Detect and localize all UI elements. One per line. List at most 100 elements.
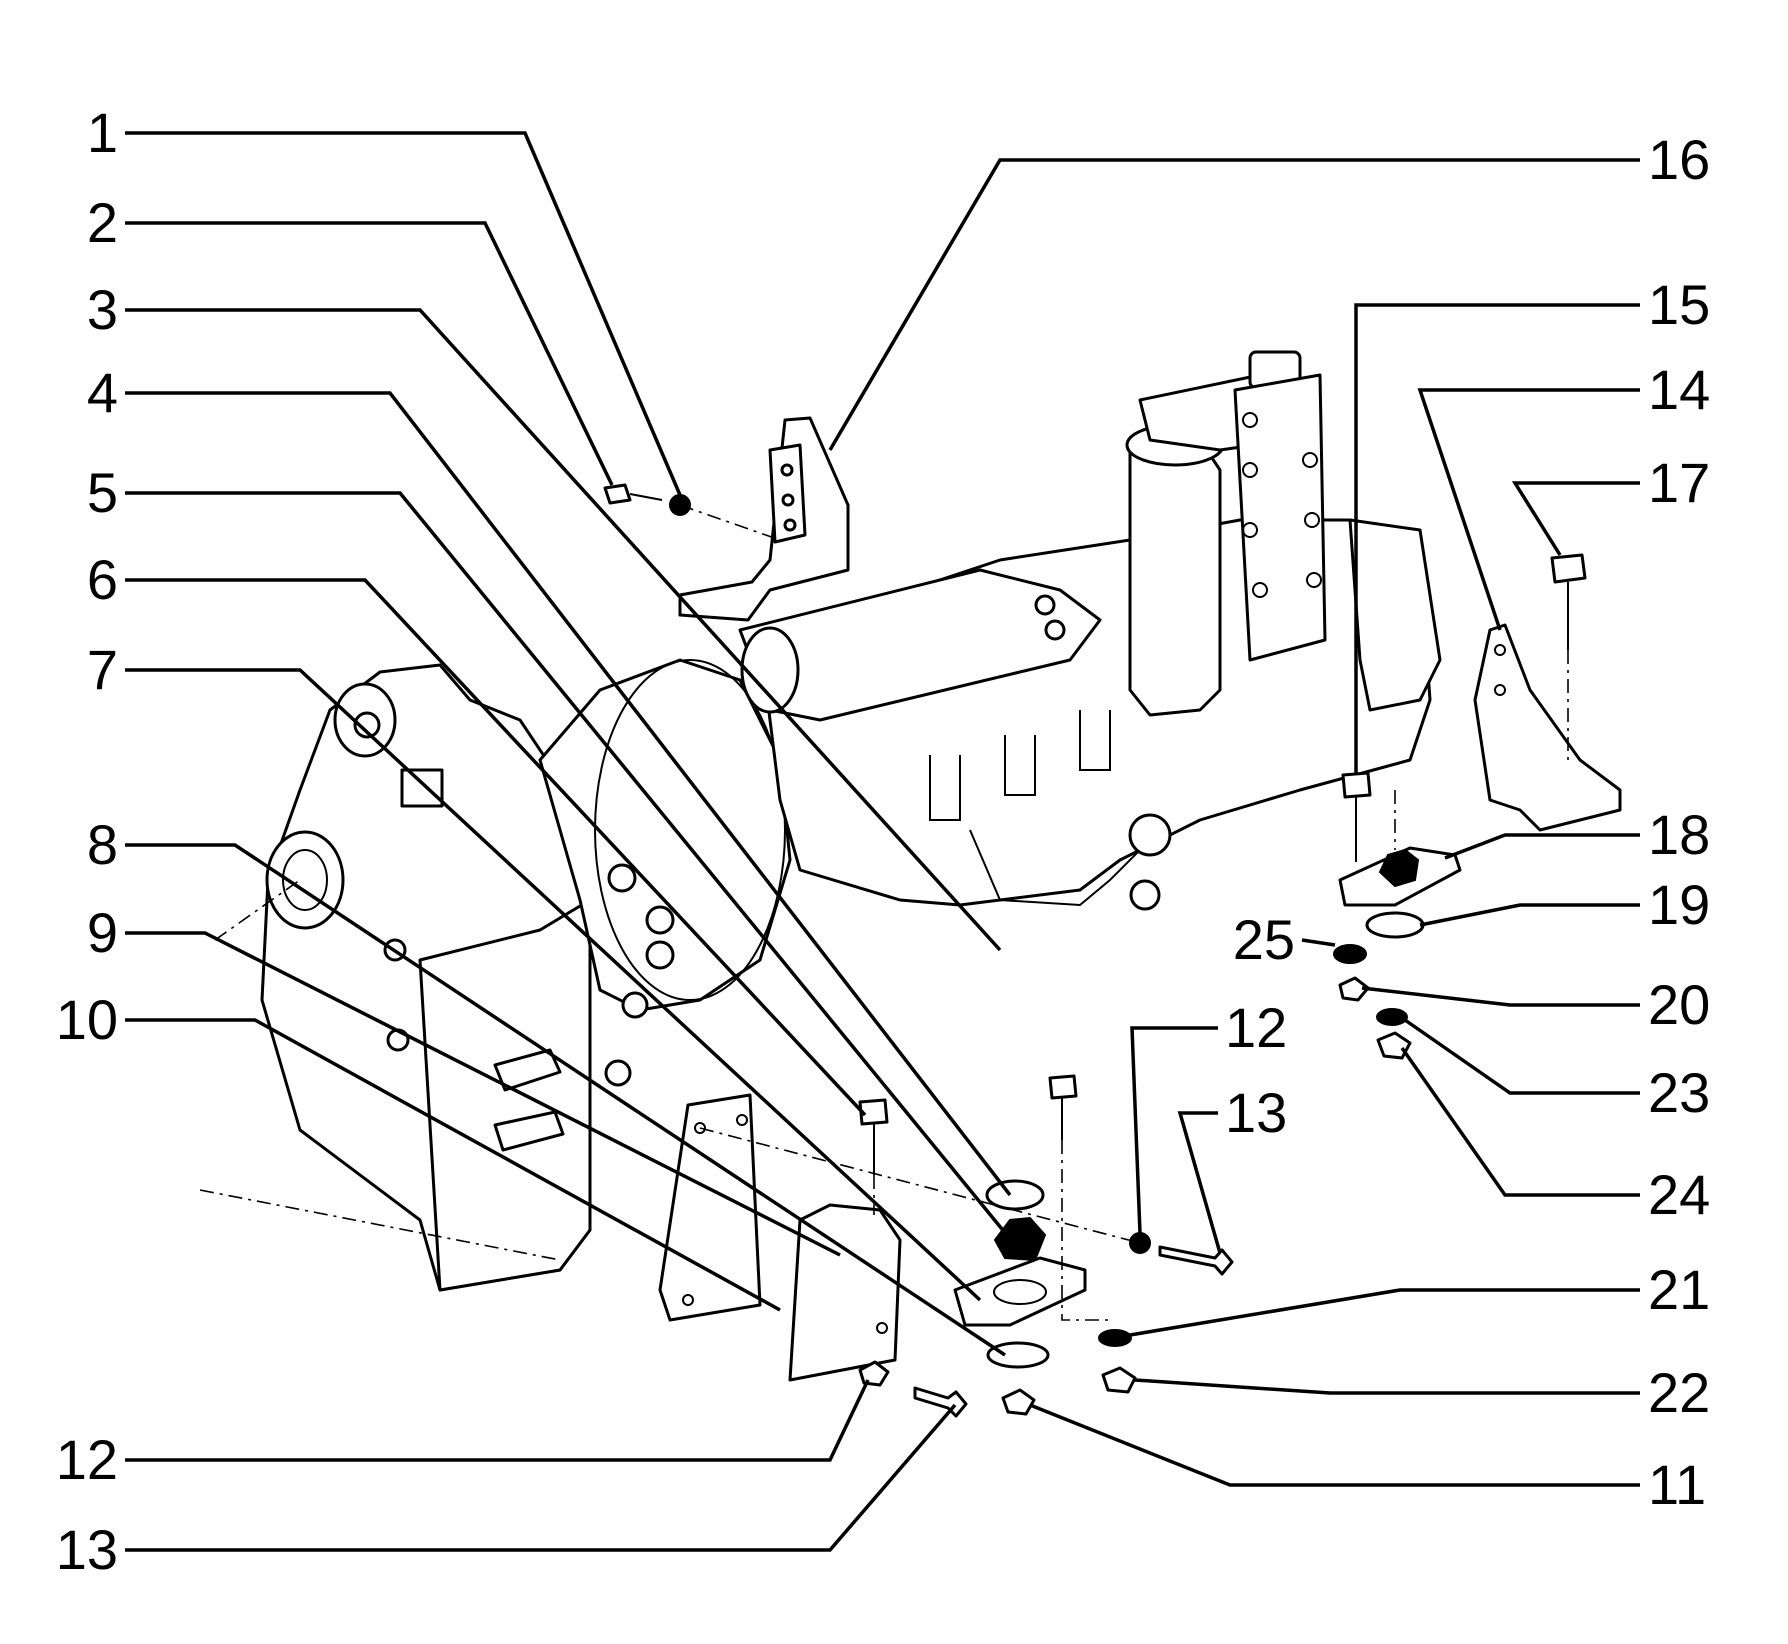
drain-plug-lower bbox=[1129, 879, 1161, 911]
callout-21: 21 bbox=[1648, 1258, 1710, 1321]
engine-rib-3 bbox=[1079, 710, 1111, 771]
leader-1 bbox=[125, 131, 682, 496]
bell-stud-2 bbox=[645, 905, 675, 935]
gearbox-output-bore bbox=[282, 849, 328, 911]
leader-24 bbox=[1400, 1046, 1640, 1197]
leader-17 bbox=[1511, 481, 1640, 556]
leader-9 bbox=[125, 931, 841, 1257]
screw-2-shank bbox=[629, 493, 663, 501]
nut-20 bbox=[1338, 976, 1370, 1002]
nut-24 bbox=[1376, 1031, 1412, 1060]
leader-12-bottom bbox=[125, 1379, 870, 1462]
cover-bolt-6 bbox=[1304, 512, 1320, 528]
leader-16 bbox=[828, 158, 1640, 451]
leader-11 bbox=[1029, 1403, 1640, 1487]
callout-2: 2 bbox=[87, 191, 118, 254]
callout-11: 11 bbox=[1648, 1453, 1706, 1516]
alignment-line-8 bbox=[199, 1189, 561, 1261]
bracket-14-hole-2 bbox=[1494, 684, 1506, 696]
starter-terminal-1 bbox=[1034, 594, 1056, 616]
gearbox-output-boss bbox=[265, 830, 345, 930]
cover-bolt-3 bbox=[1242, 522, 1258, 538]
callout-13-right: 13 bbox=[1225, 1081, 1287, 1144]
oil-filter bbox=[1128, 438, 1222, 717]
callout-8: 8 bbox=[87, 813, 118, 876]
engine-oil-pan bbox=[969, 829, 1161, 907]
callout-10: 10 bbox=[56, 988, 118, 1051]
loose-parts bbox=[199, 416, 1622, 1418]
mount-plate-large bbox=[658, 1093, 762, 1322]
leader-22 bbox=[1134, 1378, 1640, 1395]
gearbox-lug-lower bbox=[493, 1110, 565, 1152]
leader-6 bbox=[125, 578, 867, 1117]
nut-12-bottom bbox=[858, 1360, 890, 1387]
leader-13-right bbox=[1177, 1111, 1222, 1254]
nut-11 bbox=[1001, 1388, 1036, 1416]
gearbox-tab bbox=[400, 768, 444, 808]
leader-21 bbox=[1129, 1288, 1640, 1337]
bell-stud-5 bbox=[604, 1059, 632, 1087]
callout-22: 22 bbox=[1648, 1361, 1710, 1424]
callout-5: 5 bbox=[87, 461, 118, 524]
bracket-16-vertical-plate bbox=[768, 443, 807, 544]
leader-8 bbox=[125, 843, 1006, 1357]
callout-20: 20 bbox=[1648, 973, 1710, 1036]
mount-flange-center bbox=[953, 1256, 1087, 1327]
rear-engine-bracket bbox=[1348, 518, 1442, 712]
leader-20 bbox=[1361, 986, 1640, 1007]
rubber-mount-center bbox=[993, 1216, 1047, 1262]
leader-10 bbox=[125, 1018, 781, 1312]
leader-13-bottom bbox=[125, 1403, 957, 1552]
washer-25 bbox=[1333, 944, 1367, 964]
leader-5 bbox=[125, 491, 1017, 1247]
leader-7 bbox=[125, 668, 982, 1302]
bracket-16-hole-2 bbox=[781, 493, 795, 507]
callout-3: 3 bbox=[87, 278, 118, 341]
leader-18 bbox=[1444, 833, 1640, 860]
leader-14 bbox=[1417, 388, 1640, 631]
bracket-14-hole-1 bbox=[1494, 644, 1506, 656]
rubber-mount-18-block bbox=[1378, 848, 1420, 888]
alignment-line-5 bbox=[1061, 1140, 1110, 1321]
plate-hole-4 bbox=[876, 1322, 888, 1334]
washer-21 bbox=[1098, 1329, 1132, 1347]
bell-stud-1 bbox=[607, 863, 637, 893]
engine-block bbox=[758, 518, 1432, 907]
callout-18: 18 bbox=[1648, 803, 1710, 866]
engine-rib-2 bbox=[1004, 735, 1036, 796]
callout-15: 15 bbox=[1648, 273, 1710, 336]
bracket-14 bbox=[1473, 623, 1622, 832]
callout-6: 6 bbox=[87, 548, 118, 611]
washer-11 bbox=[986, 1341, 1050, 1369]
bell-housing-flange bbox=[594, 659, 786, 1001]
leader-2 bbox=[125, 221, 614, 486]
starter-end-cap bbox=[740, 626, 800, 714]
callout-17: 17 bbox=[1648, 451, 1710, 514]
leader-lines bbox=[125, 131, 1640, 1552]
callout-4: 4 bbox=[87, 361, 118, 424]
leader-23 bbox=[1404, 1018, 1640, 1095]
screw-13-right bbox=[1158, 1245, 1234, 1276]
callout-23: 23 bbox=[1648, 1061, 1710, 1124]
leader-15 bbox=[1354, 303, 1640, 775]
callout-24: 24 bbox=[1648, 1163, 1710, 1226]
mount-flange-bore bbox=[993, 1279, 1047, 1305]
bracket-16-hole-1 bbox=[780, 463, 794, 477]
callout-14: 14 bbox=[1648, 358, 1710, 421]
washer-19 bbox=[1365, 911, 1425, 939]
callout-9: 9 bbox=[87, 901, 118, 964]
drain-plug bbox=[1128, 813, 1172, 857]
cover-bolt-1 bbox=[1242, 412, 1258, 428]
callout-19: 19 bbox=[1648, 873, 1710, 936]
engine-gearbox-assembly bbox=[260, 350, 1442, 1292]
cover-bolt-5 bbox=[1302, 452, 1318, 468]
callout-1: 1 bbox=[87, 101, 118, 164]
callout-12-bottom: 12 bbox=[56, 1428, 118, 1491]
gearbox-upper-stud bbox=[353, 711, 381, 739]
screw-2 bbox=[603, 483, 632, 505]
leader-12-right bbox=[1130, 1026, 1218, 1234]
gearbox-front-face bbox=[418, 898, 592, 1292]
plate-hole-2 bbox=[736, 1114, 748, 1126]
bell-stud-3 bbox=[645, 940, 675, 970]
